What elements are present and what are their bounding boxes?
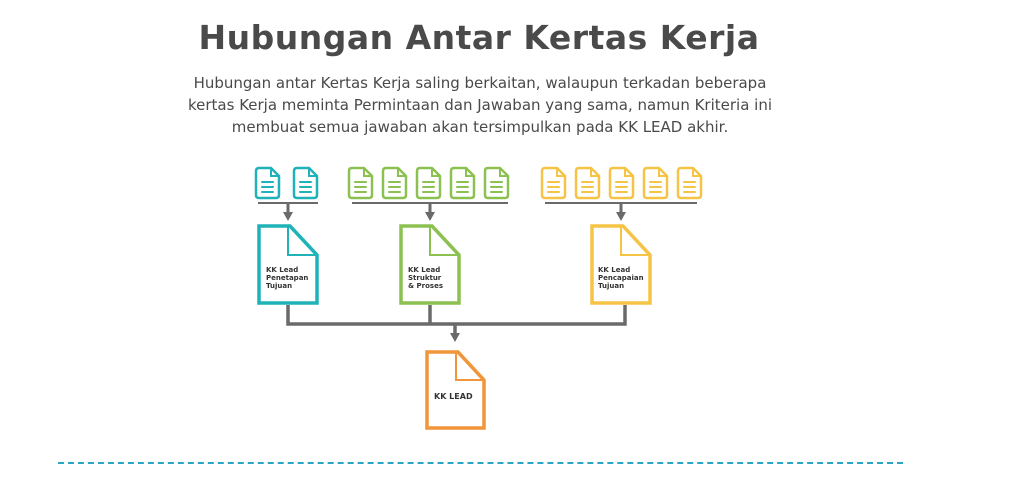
description-line-2: kertas Kerja meminta Permintaan dan Jawa… <box>187 96 773 114</box>
document-icon <box>540 166 567 200</box>
lead-label-pencapaian: KK Lead Pencapaian Tujuan <box>598 266 646 290</box>
document-icon <box>292 166 319 200</box>
merge-connector <box>286 305 627 342</box>
description-line-1: Hubungan antar Kertas Kerja saling berka… <box>193 74 767 92</box>
diagram-description: Hubungan antar Kertas Kerja saling berka… <box>150 72 810 138</box>
dashed-divider <box>58 462 903 464</box>
lead-doc-pencapaian: KK Lead Pencapaian Tujuan <box>590 224 652 305</box>
lead-label-struktur: KK Lead Struktur & Proses <box>408 266 444 290</box>
document-icon <box>483 166 510 200</box>
arrow-head-pencapaian <box>616 212 626 221</box>
group-penetapan-tujuan: KK Lead Penetapan Tujuan <box>254 166 319 305</box>
arrow-head-struktur <box>425 212 435 221</box>
document-icon <box>381 166 408 200</box>
diagram-title: Hubungan Antar Kertas Kerja <box>198 18 760 57</box>
document-icon <box>676 166 703 200</box>
source-docs-struktur <box>347 166 510 200</box>
final-lead-label: KK LEAD <box>434 392 473 401</box>
final-lead-doc: KK LEAD <box>425 350 486 430</box>
arrow-head-penetapan <box>283 212 293 221</box>
document-icon <box>449 166 476 200</box>
group-struktur-proses: KK Lead Struktur & Proses <box>347 166 510 305</box>
lead-doc-struktur: KK Lead Struktur & Proses <box>399 224 461 305</box>
source-docs-pencapaian <box>540 166 703 200</box>
source-docs-penetapan <box>254 166 319 200</box>
document-icon <box>608 166 635 200</box>
document-icon <box>347 166 374 200</box>
group-pencapaian-tujuan: KK Lead Pencapaian Tujuan <box>540 166 703 305</box>
lead-doc-penetapan: KK Lead Penetapan Tujuan <box>257 224 319 305</box>
lead-label-penetapan: KK Lead Penetapan Tujuan <box>266 266 311 290</box>
document-icon <box>574 166 601 200</box>
description-line-3: membuat semua jawaban akan tersimpulkan … <box>231 118 729 136</box>
document-icon <box>642 166 669 200</box>
document-icon <box>415 166 442 200</box>
document-icon <box>254 166 281 200</box>
